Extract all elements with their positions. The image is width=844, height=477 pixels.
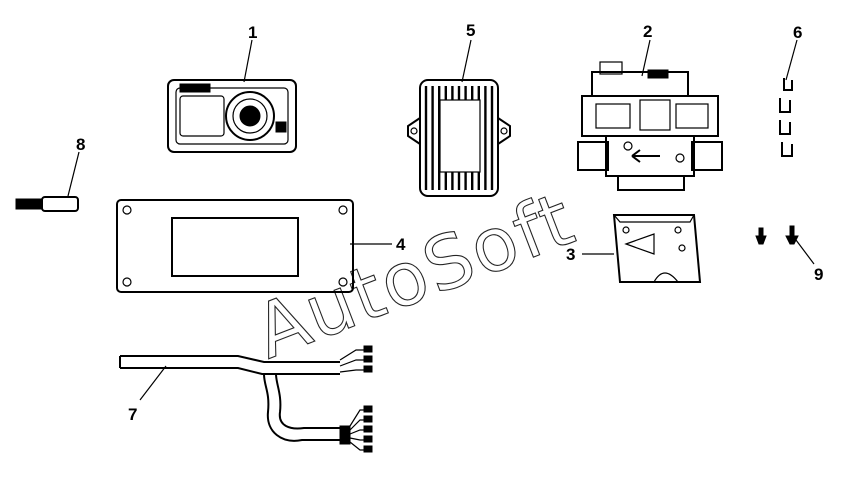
callout-1: 1 bbox=[248, 23, 257, 42]
callout-5: 5 bbox=[466, 21, 475, 40]
part-3-bracket bbox=[612, 214, 702, 283]
callout-7: 7 bbox=[128, 405, 137, 424]
callout-4: 4 bbox=[396, 235, 406, 254]
part-8-pin bbox=[15, 196, 79, 212]
part-2-valve-head bbox=[577, 61, 723, 191]
leader-lines bbox=[67, 39, 815, 401]
callout-6: 6 bbox=[793, 23, 802, 42]
part-4-front-plate bbox=[116, 199, 354, 293]
watermark-text: AutoSoft bbox=[244, 176, 586, 376]
part-6-clips bbox=[779, 78, 793, 157]
callout-9: 9 bbox=[814, 265, 823, 284]
part-7-wiring-harness bbox=[119, 345, 373, 453]
callout-2: 2 bbox=[643, 22, 652, 41]
part-9-screws bbox=[755, 225, 799, 245]
part-1-control-panel bbox=[167, 79, 297, 153]
part-5-power-module bbox=[407, 79, 511, 197]
callout-8: 8 bbox=[76, 135, 85, 154]
callout-3: 3 bbox=[566, 245, 575, 264]
